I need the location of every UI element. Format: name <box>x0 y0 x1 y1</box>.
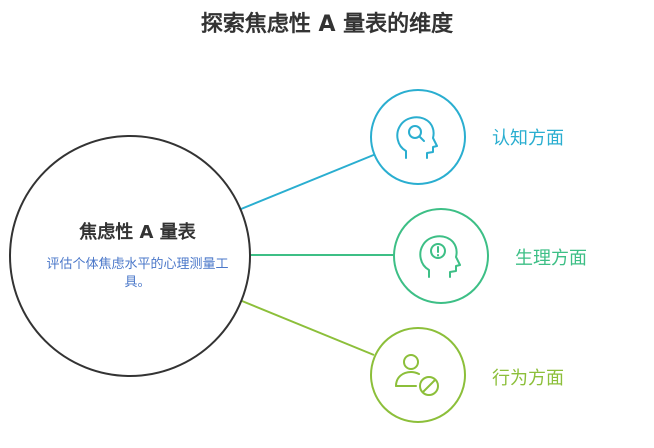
person-prohibited-icon <box>395 354 439 396</box>
center-description: 评估个体焦虑水平的心理测量工具。 <box>46 257 229 290</box>
label-behavioral: 行为方面 <box>492 368 564 389</box>
connector-cognitive <box>240 153 377 210</box>
center-circle <box>9 135 251 377</box>
head-alert-icon <box>419 235 461 278</box>
label-physiological: 生理方面 <box>515 248 587 269</box>
connector-behavioral <box>241 300 375 356</box>
label-cognitive: 认知方面 <box>492 128 564 149</box>
diagram-title: 探索焦虑性 A 量表的维度 <box>200 12 454 37</box>
node-physiological <box>393 208 489 304</box>
center-title: 焦虑性 A 量表 <box>79 222 196 243</box>
head-magnifier-icon <box>396 116 438 159</box>
node-behavioral <box>370 327 466 423</box>
